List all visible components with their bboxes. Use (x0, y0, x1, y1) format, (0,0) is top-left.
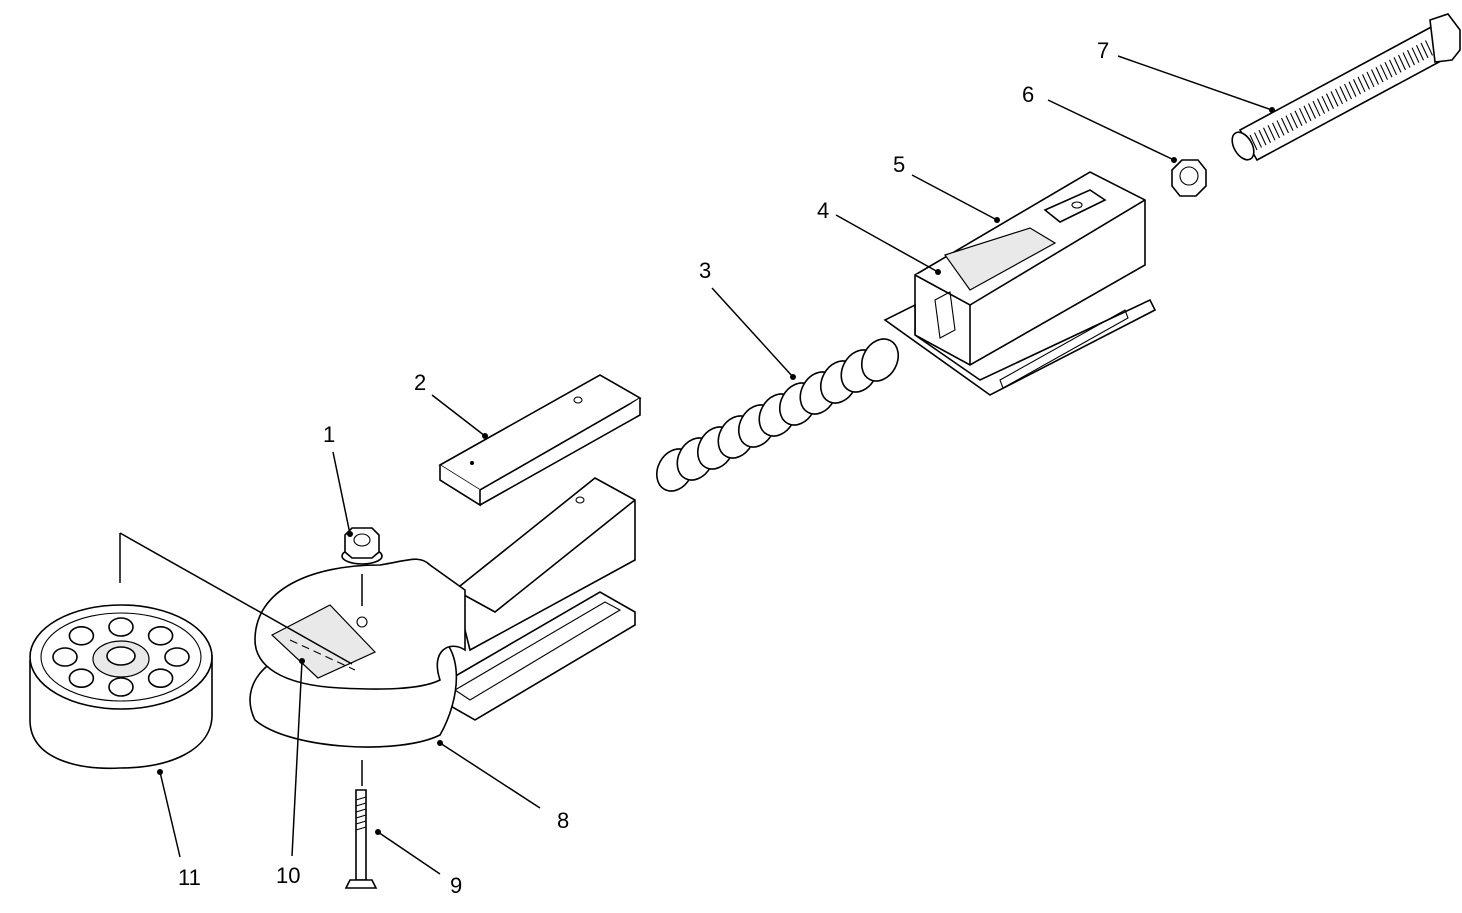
part-idler-pulley (29, 604, 213, 770)
pulley-hole (108, 677, 134, 697)
pulley-hole (52, 647, 78, 667)
part-channel-cover (438, 374, 642, 507)
callout-1: 1 (323, 422, 335, 447)
callout-4: 4 (817, 198, 829, 223)
part-bolt-short (344, 789, 378, 889)
leader-lines (119, 55, 1275, 875)
pulley-hole (147, 625, 174, 646)
callout-3: 3 (699, 258, 711, 283)
callout-5: 5 (893, 152, 905, 177)
callout-7: 7 (1097, 38, 1109, 63)
part-idler-arm (249, 477, 636, 748)
pulley-hole (108, 617, 134, 637)
pulley-hole (164, 647, 190, 667)
pulley-hole (147, 668, 174, 689)
callout-labels: 7 6 5 4 3 2 1 8 9 10 11 (178, 38, 1109, 898)
callout-8: 8 (557, 808, 569, 833)
callout-11: 11 (178, 865, 201, 890)
callout-9: 9 (450, 873, 462, 898)
part-flange-nut (341, 527, 383, 565)
part-hex-nut (1171, 159, 1207, 197)
part-bolt-long (1231, 13, 1461, 162)
pulley-hole (68, 625, 95, 646)
part-compression-spring (655, 338, 900, 492)
callout-6: 6 (1022, 82, 1034, 107)
spring-coil (860, 338, 900, 382)
callout-10: 10 (276, 863, 300, 888)
callout-2: 2 (414, 370, 426, 395)
pulley-hole (68, 668, 95, 689)
part-bracket-housing (883, 171, 1157, 396)
